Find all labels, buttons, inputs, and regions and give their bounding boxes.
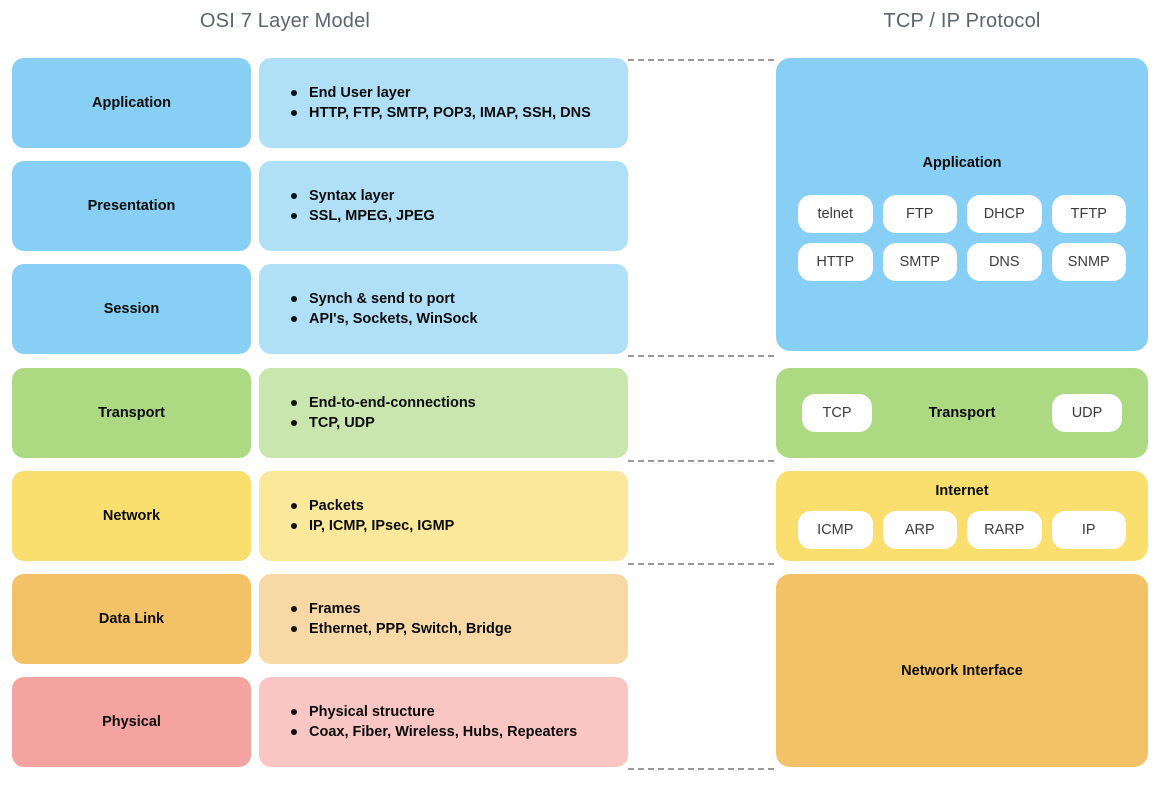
protocol-pill-tcp[interactable]: TCP bbox=[802, 394, 872, 432]
tcpip-layer-network-interface[interactable]: Network Interface bbox=[776, 574, 1148, 767]
connector-dashed-line-2 bbox=[628, 355, 774, 357]
tcpip-protocol-row: telnet FTP DHCP TFTP bbox=[798, 195, 1126, 233]
osi-layer-name-physical: Physical bbox=[12, 677, 251, 767]
osi-layer-details-data-link: Frames Ethernet, PPP, Switch, Bridge bbox=[259, 574, 628, 664]
protocol-pill-snmp[interactable]: SNMP bbox=[1051, 243, 1126, 281]
tcpip-panel-title: TCP / IP Protocol bbox=[883, 10, 1041, 32]
osi-detail-item: IP, ICMP, IPsec, IGMP bbox=[291, 516, 618, 536]
osi-detail-item: API's, Sockets, WinSock bbox=[291, 309, 618, 329]
osi-detail-item: End-to-end-connections bbox=[291, 393, 618, 413]
tcpip-layer-label-internet: Internet bbox=[935, 483, 989, 499]
osi-detail-item: Syntax layer bbox=[291, 186, 618, 206]
connector-dashed-line-3 bbox=[628, 460, 774, 462]
osi-layer-name-network: Network bbox=[12, 471, 251, 561]
osi-layer-session[interactable]: Session Synch & send to port API's, Sock… bbox=[12, 264, 628, 354]
osi-layer-stack: Application End User layer HTTP, FTP, SM… bbox=[12, 58, 628, 768]
connector-dashed-line-5 bbox=[628, 768, 774, 770]
osi-detail-item: End User layer bbox=[291, 83, 618, 103]
osi-layer-data-link[interactable]: Data Link Frames Ethernet, PPP, Switch, … bbox=[12, 574, 628, 664]
protocol-pill-rarp[interactable]: RARP bbox=[967, 511, 1042, 549]
protocol-pill-telnet[interactable]: telnet bbox=[798, 195, 873, 233]
protocol-pill-icmp[interactable]: ICMP bbox=[798, 511, 873, 549]
protocol-pill-http[interactable]: HTTP bbox=[798, 243, 873, 281]
osi-detail-item: SSL, MPEG, JPEG bbox=[291, 206, 618, 226]
osi-layer-name-transport: Transport bbox=[12, 368, 251, 458]
osi-layer-transport[interactable]: Transport End-to-end-connections TCP, UD… bbox=[12, 368, 628, 458]
osi-layer-name-presentation: Presentation bbox=[12, 161, 251, 251]
tcpip-layer-label-application: Application bbox=[922, 155, 1002, 171]
tcpip-layer-application[interactable]: Application telnet FTP DHCP TFTP HTTP SM… bbox=[776, 58, 1148, 351]
protocol-pill-ip[interactable]: IP bbox=[1051, 511, 1126, 549]
protocol-pill-tftp[interactable]: TFTP bbox=[1051, 195, 1126, 233]
protocol-pill-smtp[interactable]: SMTP bbox=[882, 243, 957, 281]
tcpip-layer-label-transport: Transport bbox=[928, 405, 996, 421]
connector-dashed-line-4 bbox=[628, 563, 774, 565]
osi-layer-presentation[interactable]: Presentation Syntax layer SSL, MPEG, JPE… bbox=[12, 161, 628, 251]
protocol-pill-ftp[interactable]: FTP bbox=[882, 195, 957, 233]
protocol-pill-arp[interactable]: ARP bbox=[882, 511, 957, 549]
osi-layer-physical[interactable]: Physical Physical structure Coax, Fiber,… bbox=[12, 677, 628, 767]
osi-layer-name-application: Application bbox=[12, 58, 251, 148]
osi-layer-details-network: Packets IP, ICMP, IPsec, IGMP bbox=[259, 471, 628, 561]
protocol-pill-dhcp[interactable]: DHCP bbox=[967, 195, 1042, 233]
osi-detail-item: Synch & send to port bbox=[291, 289, 618, 309]
tcpip-layer-transport[interactable]: TCP Transport UDP bbox=[776, 368, 1148, 458]
osi-layer-network[interactable]: Network Packets IP, ICMP, IPsec, IGMP bbox=[12, 471, 628, 561]
osi-detail-item: Physical structure bbox=[291, 702, 618, 722]
tcpip-layer-label-network-interface: Network Interface bbox=[901, 662, 1023, 679]
osi-detail-item: Frames bbox=[291, 599, 618, 619]
protocol-pill-udp[interactable]: UDP bbox=[1052, 394, 1122, 432]
tcpip-layer-stack: Application telnet FTP DHCP TFTP HTTP SM… bbox=[776, 58, 1148, 768]
osi-layer-name-data-link: Data Link bbox=[12, 574, 251, 664]
osi-layer-application[interactable]: Application End User layer HTTP, FTP, SM… bbox=[12, 58, 628, 148]
osi-detail-item: HTTP, FTP, SMTP, POP3, IMAP, SSH, DNS bbox=[291, 103, 618, 123]
osi-panel-title: OSI 7 Layer Model bbox=[199, 10, 371, 32]
osi-detail-item: Packets bbox=[291, 496, 618, 516]
osi-layer-details-application: End User layer HTTP, FTP, SMTP, POP3, IM… bbox=[259, 58, 628, 148]
osi-layer-name-session: Session bbox=[12, 264, 251, 354]
tcpip-protocol-grid-application: telnet FTP DHCP TFTP HTTP SMTP DNS SNMP bbox=[798, 195, 1126, 281]
osi-detail-item: TCP, UDP bbox=[291, 413, 618, 433]
tcpip-protocol-row: ICMP ARP RARP IP bbox=[798, 511, 1126, 549]
protocol-pill-dns[interactable]: DNS bbox=[967, 243, 1042, 281]
osi-layer-details-transport: End-to-end-connections TCP, UDP bbox=[259, 368, 628, 458]
osi-layer-details-presentation: Syntax layer SSL, MPEG, JPEG bbox=[259, 161, 628, 251]
tcpip-protocol-grid-internet: ICMP ARP RARP IP bbox=[798, 511, 1126, 549]
osi-layer-details-session: Synch & send to port API's, Sockets, Win… bbox=[259, 264, 628, 354]
osi-detail-item: Ethernet, PPP, Switch, Bridge bbox=[291, 619, 618, 639]
osi-layer-details-physical: Physical structure Coax, Fiber, Wireless… bbox=[259, 677, 628, 767]
tcpip-protocol-row: HTTP SMTP DNS SNMP bbox=[798, 243, 1126, 281]
tcpip-layer-internet[interactable]: Internet ICMP ARP RARP IP bbox=[776, 471, 1148, 561]
osi-detail-item: Coax, Fiber, Wireless, Hubs, Repeaters bbox=[291, 722, 618, 742]
connector-dashed-line-1 bbox=[628, 59, 774, 61]
